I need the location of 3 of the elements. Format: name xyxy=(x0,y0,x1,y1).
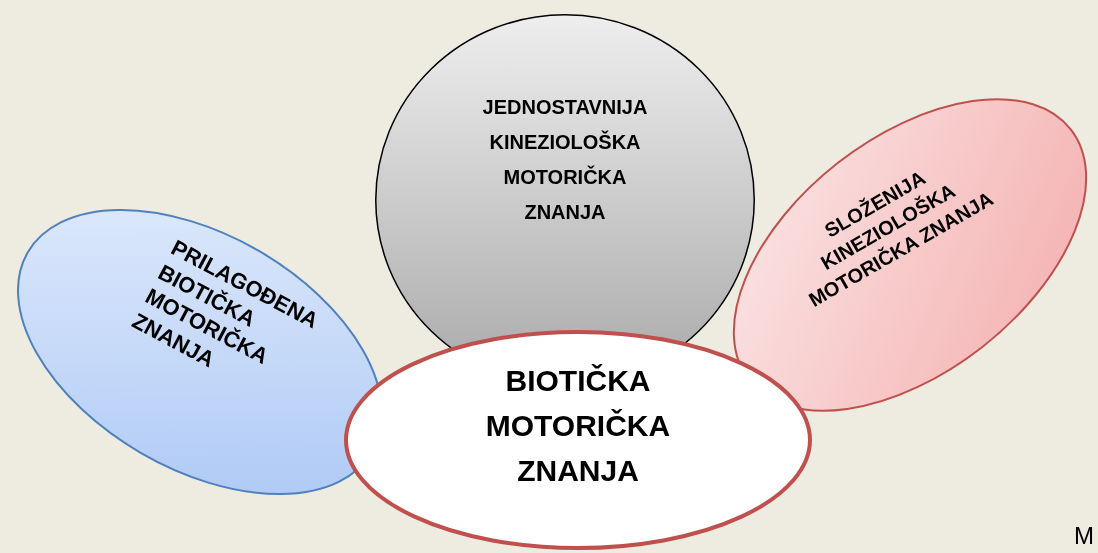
oval-label: BIOTIČKA MOTORIČKA ZNANJA xyxy=(484,363,672,489)
oval-label: JEDNOSTAVNIJA KINEZIOLOŠKA MOTORIČKA ZNANJA xyxy=(481,95,649,225)
cut-off-text: M xyxy=(1074,522,1094,550)
